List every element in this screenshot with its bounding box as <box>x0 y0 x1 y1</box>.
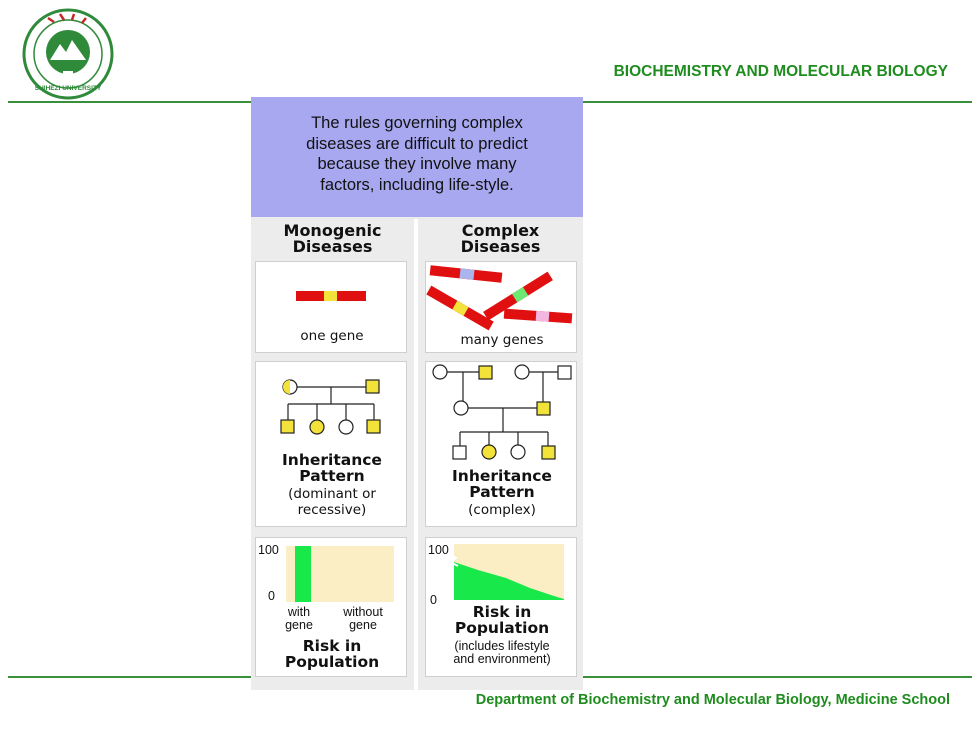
complex-risk-chart <box>447 544 564 600</box>
monogenic-inheritance-note: (dominant or recessive) <box>288 486 376 518</box>
complex-risk-cell: 100 0 Risk in Population (includes lifes… <box>425 537 577 677</box>
intro-line: because they involve many <box>317 155 517 173</box>
dominant-pedigree-diagram <box>280 379 381 435</box>
column-divider <box>414 219 418 690</box>
complex-risk-title: Risk in Population <box>454 603 550 637</box>
with-gene-label: with gene <box>285 605 313 632</box>
single-gene-diagram <box>296 291 366 301</box>
header-title: BIOCHEMISTRY AND MOLECULAR BIOLOGY <box>613 63 948 80</box>
axis-bottom-label: 0 <box>268 589 275 603</box>
complex-heading: Complex Diseases <box>460 221 541 256</box>
risk-decline-area <box>454 562 564 600</box>
intro-line: diseases are difficult to predict <box>306 134 528 153</box>
many-genes-label: many genes <box>460 332 544 348</box>
complex-pedigree-diagram <box>432 364 572 460</box>
without-gene-label: without gene <box>343 605 383 632</box>
axis-top-label: 100 <box>428 543 449 557</box>
axis-top-label: 100 <box>258 543 279 557</box>
complex-inheritance-note: (complex) <box>468 502 536 518</box>
monogenic-gene-cell: one gene <box>255 261 407 353</box>
header-rule-left <box>8 101 251 103</box>
complex-gene-cell: many genes <box>425 261 577 353</box>
footer-rule-right <box>583 676 972 678</box>
intro-line: factors, including life-style. <box>320 175 514 194</box>
monogenic-inheritance-title: Inheritance Pattern <box>282 451 382 485</box>
gene-marker <box>324 291 337 301</box>
monogenic-risk-title: Risk in Population <box>284 637 380 671</box>
logo-seal-icon: SHIHEZI UNIVERSITY <box>22 8 114 100</box>
svg-text:SHIHEZI UNIVERSITY: SHIHEZI UNIVERSITY <box>35 85 102 92</box>
disease-comparison-figure: The rules governing complex diseases are… <box>251 97 583 690</box>
monogenic-risk-chart <box>286 546 394 602</box>
complex-risk-note: (includes lifestyle and environment) <box>453 639 551 666</box>
university-logo: SHIHEZI UNIVERSITY <box>18 8 118 100</box>
monogenic-inheritance-cell: Inheritance Pattern (dominant or recessi… <box>255 361 407 527</box>
header-rule-right <box>583 101 972 103</box>
complex-inheritance-title: Inheritance Pattern <box>452 467 552 501</box>
footer-department: Department of Biochemistry and Molecular… <box>475 692 950 708</box>
monogenic-heading: Monogenic Diseases <box>283 221 382 256</box>
intro-box: The rules governing complex diseases are… <box>251 97 583 217</box>
with-gene-risk-bar <box>295 546 311 602</box>
axis-bottom-label: 0 <box>430 593 437 607</box>
intro-line: The rules governing complex <box>311 114 523 132</box>
footer-rule-left <box>8 676 251 678</box>
many-genes-diagram <box>426 265 573 331</box>
monogenic-risk-cell: 100 0 with gene without gene Risk in Pop… <box>255 537 407 677</box>
complex-inheritance-cell: Inheritance Pattern (complex) <box>425 361 577 527</box>
one-gene-label: one gene <box>300 328 364 344</box>
